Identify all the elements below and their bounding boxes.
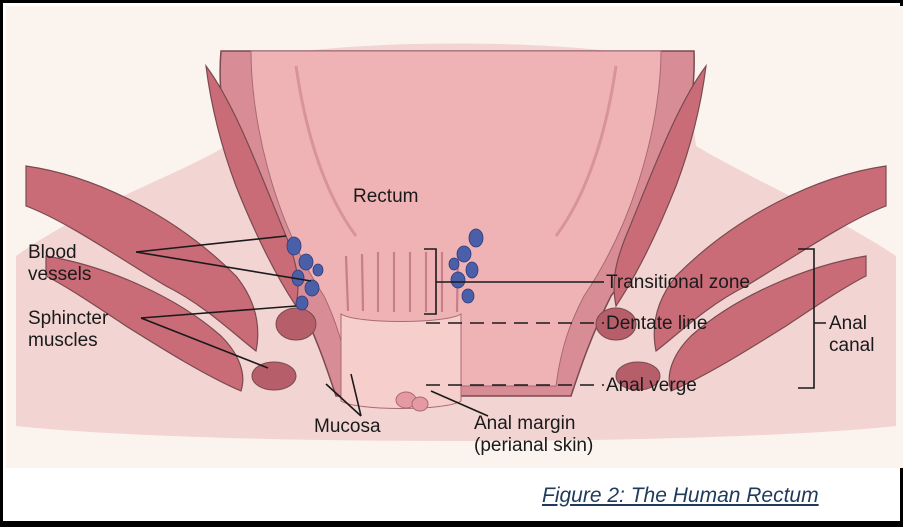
label-dentate-line: Dentate line: [606, 313, 707, 334]
label-sphincter-line1: Sphincter: [28, 308, 109, 329]
label-mucosa: Mucosa: [314, 416, 381, 437]
label-transitional-zone: Transitional zone: [606, 272, 750, 293]
label-anal-canal-line1: Anal: [829, 313, 867, 334]
rectum-diagram-svg: Rectum Blood vessels Sphincter muscles M…: [6, 6, 903, 468]
label-anal-canal-line2: canal: [829, 335, 874, 356]
label-sphincter-line2: muscles: [28, 330, 98, 351]
figure-caption: Figure 2: The Human Rectum: [542, 484, 819, 508]
label-anal-verge: Anal verge: [606, 375, 697, 396]
rectum-illustration: Rectum Blood vessels Sphincter muscles M…: [6, 6, 903, 468]
label-blood-line2: vessels: [28, 264, 91, 285]
label-blood-line1: Blood: [28, 242, 77, 263]
label-anal-margin-line2: (perianal skin): [474, 435, 593, 456]
label-rectum: Rectum: [353, 186, 418, 207]
label-anal-margin-line1: Anal margin: [474, 413, 575, 434]
